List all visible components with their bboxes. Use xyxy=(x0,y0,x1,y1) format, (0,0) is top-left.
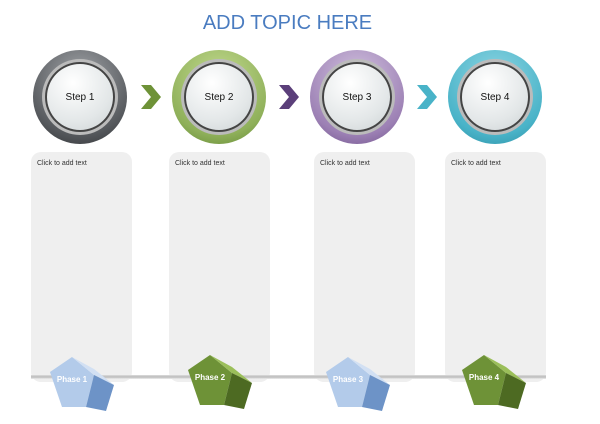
phase-label: Phase 1 xyxy=(56,375,88,384)
step-label: Step 4 xyxy=(460,62,530,132)
step-3-circle[interactable]: Step 3 xyxy=(310,50,404,144)
panel-text: Click to add text xyxy=(451,160,501,167)
phase-4-cube[interactable]: Phase 4 xyxy=(462,355,526,409)
timeline-bar xyxy=(31,375,546,379)
cube-shape xyxy=(462,355,526,409)
panel-text: Click to add text xyxy=(37,160,87,167)
cube-shape xyxy=(188,355,252,409)
chevron-right-icon xyxy=(279,85,299,109)
step-label: Step 2 xyxy=(184,62,254,132)
chevron-right-icon xyxy=(141,85,161,109)
step-label: Step 1 xyxy=(45,62,115,132)
phase-label: Phase 4 xyxy=(468,373,500,382)
chevron-right-icon xyxy=(417,85,437,109)
phase-3-cube[interactable]: Phase 3 xyxy=(326,357,390,411)
text-panel-2[interactable]: Click to add text xyxy=(169,152,270,382)
text-panel-3[interactable]: Click to add text xyxy=(314,152,415,382)
step-label: Step 3 xyxy=(322,62,392,132)
phase-2-cube[interactable]: Phase 2 xyxy=(188,355,252,409)
step-4-circle[interactable]: Step 4 xyxy=(448,50,542,144)
step-1-circle[interactable]: Step 1 xyxy=(33,50,127,144)
step-2-circle[interactable]: Step 2 xyxy=(172,50,266,144)
phase-label: Phase 2 xyxy=(194,373,226,382)
text-panel-1[interactable]: Click to add text xyxy=(31,152,132,382)
text-panel-4[interactable]: Click to add text xyxy=(445,152,546,382)
phase-1-cube[interactable]: Phase 1 xyxy=(50,357,114,411)
panel-text: Click to add text xyxy=(320,160,370,167)
cube-shape xyxy=(50,357,114,411)
panel-text: Click to add text xyxy=(175,160,225,167)
topic-title[interactable]: ADD TOPIC HERE xyxy=(202,12,373,34)
cube-shape xyxy=(326,357,390,411)
phase-label: Phase 3 xyxy=(332,375,364,384)
